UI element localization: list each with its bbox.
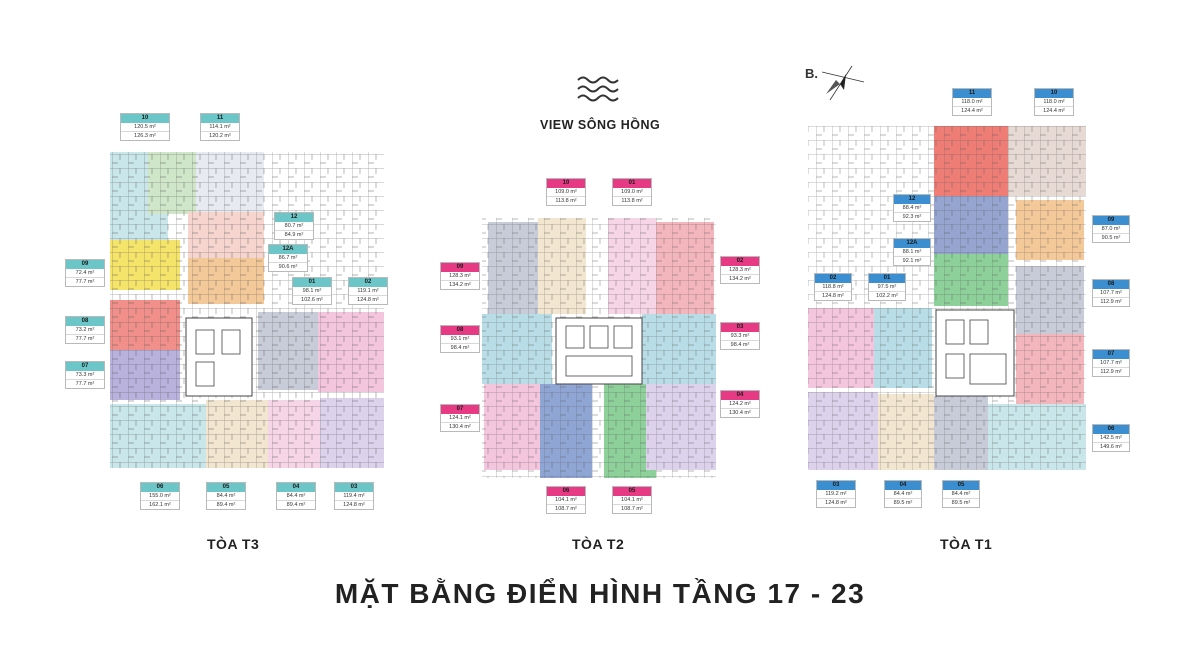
tower-t2-plan xyxy=(482,218,716,478)
tower-t2-name: TÒA T2 xyxy=(572,536,625,552)
tower-t3-name: TÒA T3 xyxy=(207,536,260,552)
view-label: VIEW SÔNG HỒNG xyxy=(540,118,661,132)
tower-t3-plan xyxy=(110,152,384,468)
tower-t1-name: TÒA T1 xyxy=(940,536,993,552)
compass-icon xyxy=(821,65,865,101)
compass-label: B. xyxy=(805,66,818,81)
river-waves-icon xyxy=(577,76,619,102)
tower-t1-plan xyxy=(808,126,1086,470)
page-title: MẶT BẰNG ĐIỂN HÌNH TẦNG 17 - 23 xyxy=(334,578,866,609)
